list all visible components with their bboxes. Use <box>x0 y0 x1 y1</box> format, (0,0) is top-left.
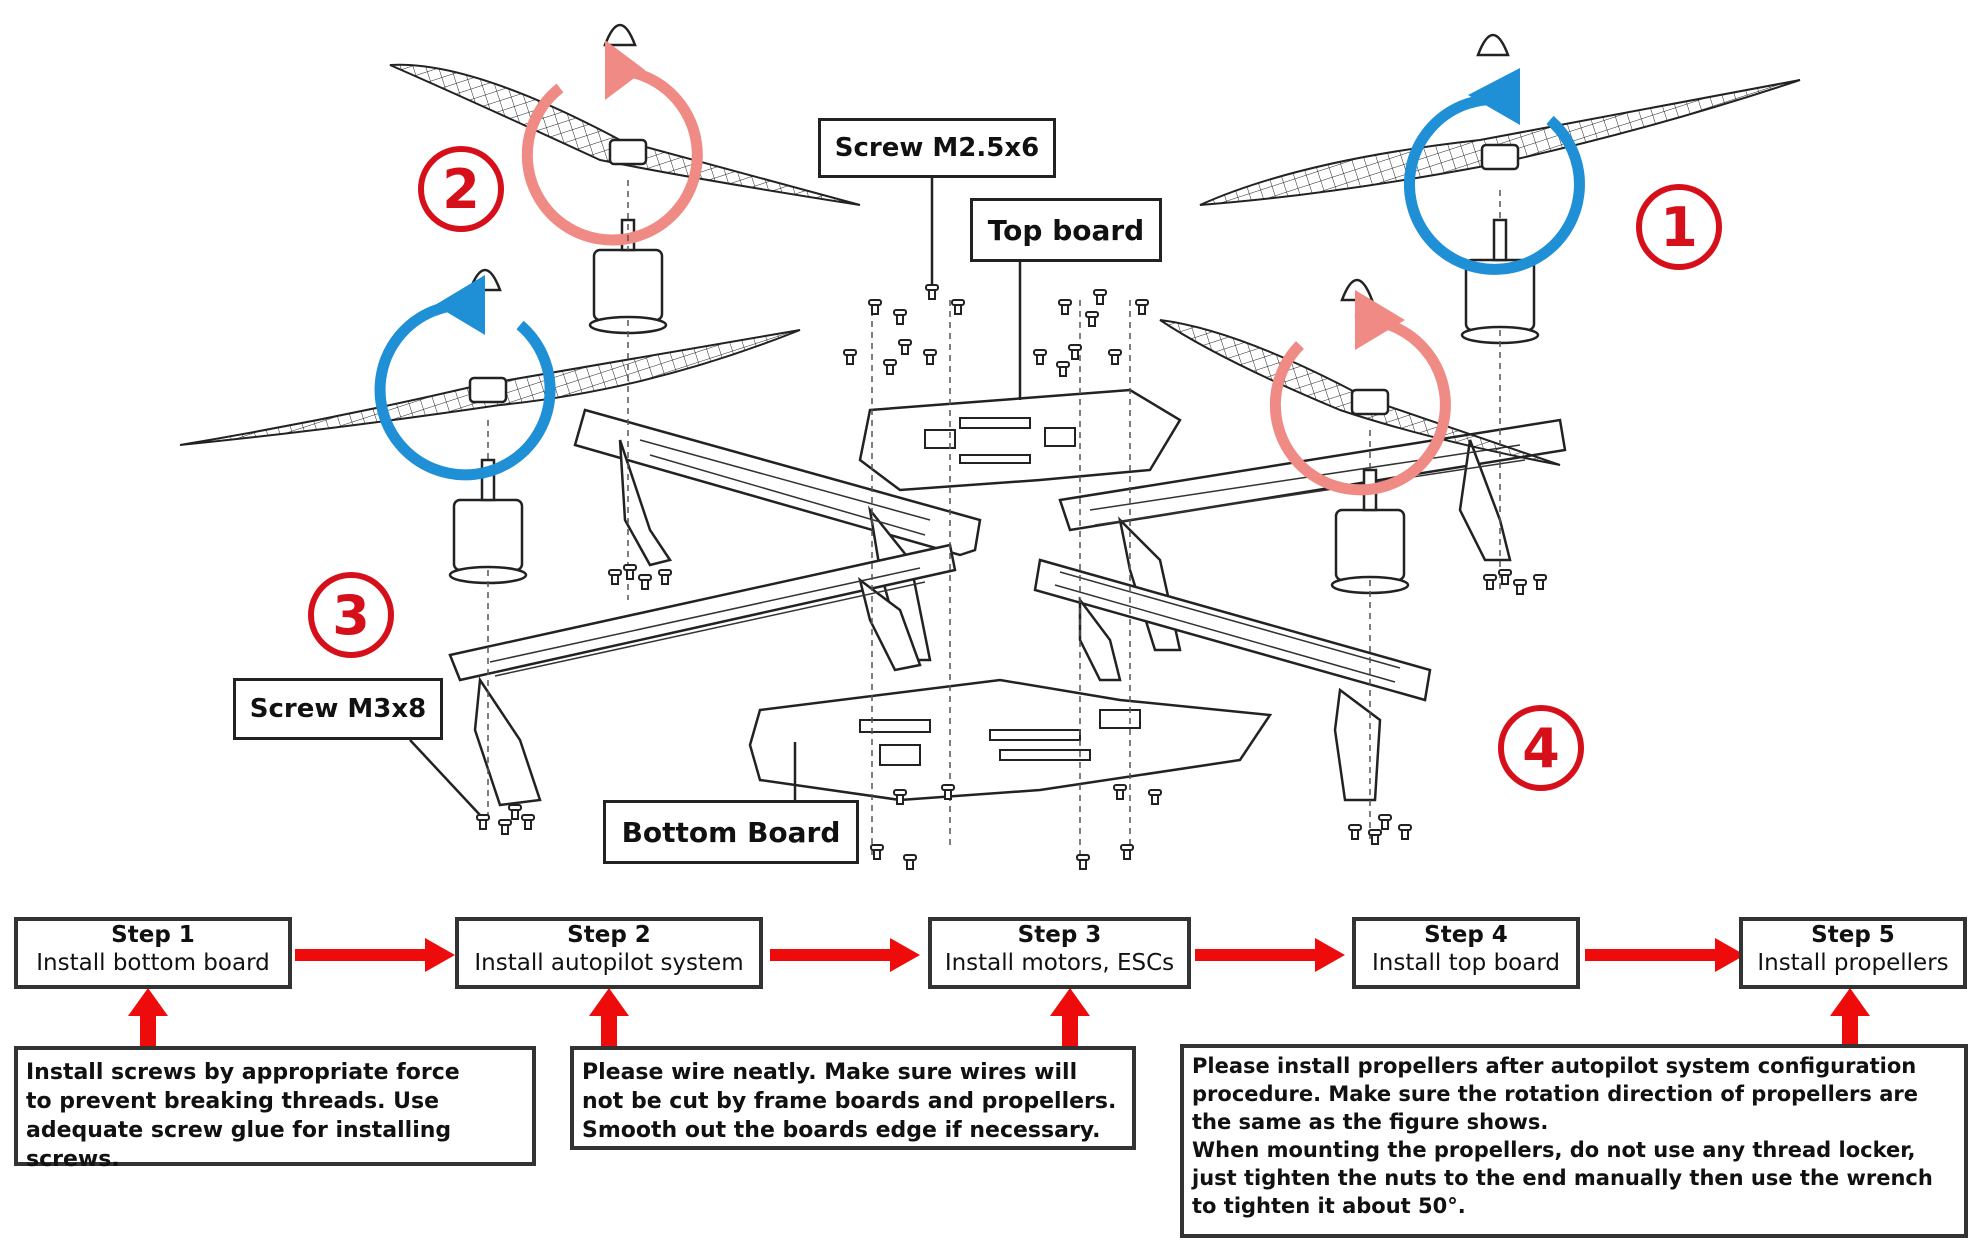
note-propellers-text-b: When mounting the propellers, do not use… <box>1192 1138 1933 1218</box>
step-3-title: Step 3 <box>1017 922 1102 948</box>
motor-number-1: 1 <box>1636 184 1722 270</box>
step-1-desc: Install bottom board <box>36 950 270 976</box>
note-wiring: Please wire neatly. Make sure wires will… <box>570 1046 1136 1150</box>
rotation-cw-motor-2 <box>521 64 703 246</box>
note-propellers-text-a: Please install propellers after autopilo… <box>1192 1054 1918 1134</box>
step-4-desc: Install top board <box>1372 950 1560 976</box>
process-arrows <box>128 938 1870 1048</box>
label-screw-m2-5x6: Screw M2.5x6 <box>818 118 1056 178</box>
label-top-board: Top board <box>970 198 1162 262</box>
label-screw-m3x8: Screw M3x8 <box>233 678 443 740</box>
step-4-box: Step 4 Install top board <box>1352 917 1580 989</box>
note-wiring-text: Please wire neatly. Make sure wires will… <box>582 1060 1117 1143</box>
rotation-ccw-motor-3 <box>374 299 556 481</box>
note-screws: Install screws by appropriate force to p… <box>14 1046 536 1172</box>
step-5-title: Step 5 <box>1811 922 1895 948</box>
rotation-cw-motor-4 <box>1269 314 1451 496</box>
step-1-title: Step 1 <box>111 922 195 948</box>
step-4-title: Step 4 <box>1424 922 1508 948</box>
step-5-box: Step 5 Install propellers <box>1739 917 1967 989</box>
step-5-desc: Install propellers <box>1757 950 1949 976</box>
step-3-desc: Install motors, ESCs <box>944 950 1175 976</box>
motor-number-3: 3 <box>308 572 394 658</box>
label-bottom-board: Bottom Board <box>603 800 859 864</box>
step-2-desc: Install autopilot system <box>474 950 744 976</box>
rotation-ccw-motor-1 <box>1403 93 1585 275</box>
note-screws-text: Install screws by appropriate force to p… <box>26 1060 460 1172</box>
motor-number-2: 2 <box>418 146 504 232</box>
step-3-box: Step 3 Install motors, ESCs <box>928 917 1191 989</box>
note-propellers: Please install propellers after autopilo… <box>1180 1044 1968 1238</box>
step-2-box: Step 2 Install autopilot system <box>455 917 763 989</box>
motor-number-4: 4 <box>1498 705 1584 791</box>
step-1-box: Step 1 Install bottom board <box>14 917 292 989</box>
top-board-shape <box>858 388 1182 492</box>
step-2-title: Step 2 <box>567 922 651 948</box>
